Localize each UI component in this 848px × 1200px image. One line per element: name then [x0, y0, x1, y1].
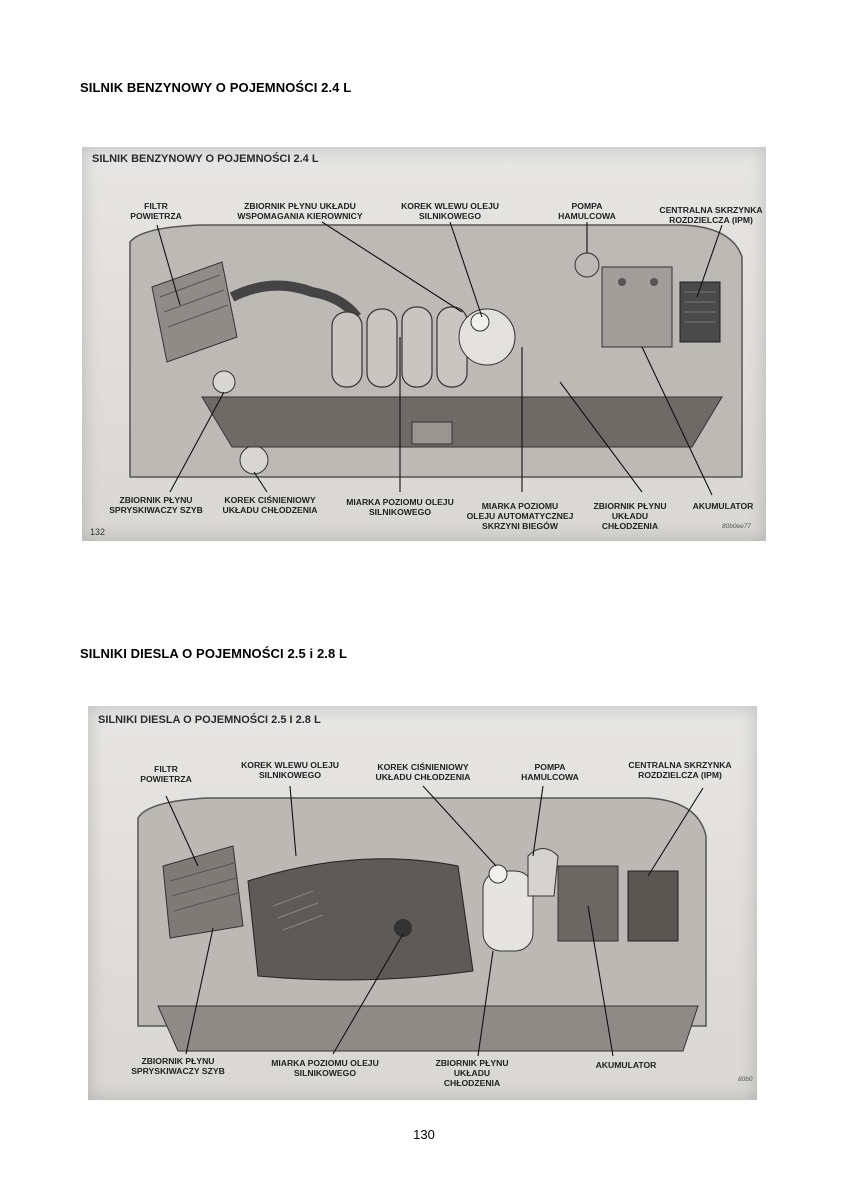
- diesel-engine-figure: SILNIKI DIESLA O POJEMNOŚCI 2.5 I 2.8 L: [88, 706, 757, 1100]
- callout-battery: AKUMULATOR: [595, 1060, 657, 1070]
- section-heading-petrol: SILNIK BENZYNOWY O POJEMNOŚCI 2.4 L: [80, 80, 352, 95]
- callout-air-filter: FILTR POWIETRZA: [130, 201, 182, 221]
- callout-oil-filler-cap: KOREK WLEWU OLEJU SILNIKOWEGO: [241, 760, 339, 780]
- section-heading-diesel: SILNIKI DIESLA O POJEMNOŚCI 2.5 i 2.8 L: [80, 646, 348, 661]
- petrol-engine-illustration: [129, 221, 743, 496]
- callout-air-filter: FILTR POWIETRZA: [140, 764, 192, 784]
- page-number: 130: [413, 1127, 435, 1142]
- callout-ipm: CENTRALNA SKRZYNKA ROZDZIELCZA (IPM): [659, 205, 763, 225]
- callout-brake-master-cylinder: POMPA HAMULCOWA: [521, 762, 579, 782]
- callout-transmission-dipstick: MIARKA POZIOMU OLEJU AUTOMATYCZNEJ SKRZY…: [466, 501, 574, 531]
- callout-battery: AKUMULATOR: [692, 501, 754, 511]
- figure-code: 80b0: [738, 1076, 753, 1083]
- callout-ipm: CENTRALNA SKRZYNKA ROZDZIELCZA (IPM): [628, 760, 732, 780]
- callout-brake-master-cylinder: POMPA HAMULCOWA: [558, 201, 616, 221]
- callout-coolant-pressure-cap: KOREK CIŚNIENIOWY UKŁADU CHŁODZENIA: [222, 495, 318, 515]
- callout-power-steering-reservoir: ZBIORNIK PŁYNU UKŁADU WSPOMAGANIA KIEROW…: [237, 201, 363, 221]
- figure-code: 80b0ee77: [722, 523, 751, 530]
- callout-washer-reservoir: ZBIORNIK PŁYNU SPRYSKIWACZY SZYB: [109, 495, 203, 515]
- callout-engine-oil-dipstick: MIARKA POZIOMU OLEJU SILNIKOWEGO: [271, 1058, 379, 1078]
- callout-washer-reservoir: ZBIORNIK PŁYNU SPRYSKIWACZY SZYB: [131, 1056, 225, 1076]
- figure-title: SILNIK BENZYNOWY O POJEMNOŚCI 2.4 L: [92, 153, 319, 165]
- callout-coolant-reservoir: ZBIORNIK PŁYNU UKŁADU CHŁODZENIA: [593, 501, 667, 531]
- petrol-engine-figure: SILNIK BENZYNOWY O POJEMNOŚCI 2.4 L: [82, 147, 766, 541]
- figure-title: SILNIKI DIESLA O POJEMNOŚCI 2.5 I 2.8 L: [98, 714, 321, 726]
- callout-engine-oil-dipstick: MIARKA POZIOMU OLEJU SILNIKOWEGO: [346, 497, 454, 517]
- figure-number: 132: [90, 527, 106, 537]
- callout-oil-filler-cap: KOREK WLEWU OLEJU SILNIKOWEGO: [401, 201, 499, 221]
- callout-coolant-pressure-cap: KOREK CIŚNIENIOWY UKŁADU CHŁODZENIA: [375, 762, 471, 782]
- diesel-engine-illustration: [137, 785, 707, 1057]
- callout-coolant-reservoir: ZBIORNIK PŁYNU UKŁADU CHŁODZENIA: [435, 1058, 509, 1088]
